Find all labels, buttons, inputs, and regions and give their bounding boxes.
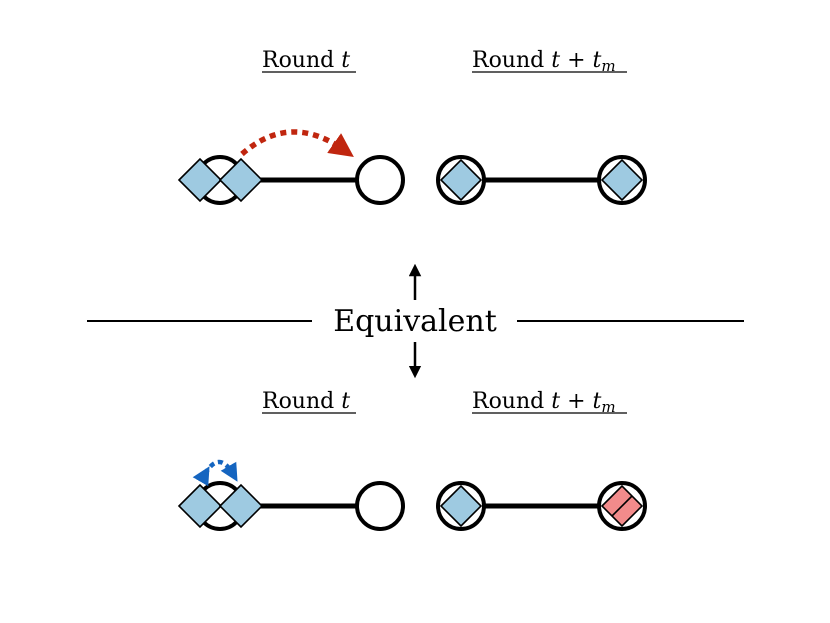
move-arrow-red bbox=[240, 129, 354, 157]
token-diamond-right bbox=[600, 158, 644, 202]
bottom-section: Round t Round t + tm bbox=[177, 389, 647, 531]
equivalent-label: Equivalent bbox=[333, 304, 497, 339]
token-diamond-b bbox=[218, 157, 264, 203]
token-diamond-left bbox=[439, 158, 483, 202]
node-right bbox=[355, 481, 405, 531]
node-right bbox=[355, 155, 405, 205]
token-diamond-left bbox=[439, 484, 483, 528]
bottom-label-round-t: Round t bbox=[262, 389, 350, 414]
bottom-left-graph bbox=[177, 459, 405, 531]
bottom-right-graph bbox=[436, 481, 647, 531]
bottom-label-round-t-plus-tm: Round t + tm bbox=[472, 389, 616, 416]
top-label-round-t-plus-tm: Round t + tm bbox=[472, 48, 616, 75]
top-right-graph bbox=[436, 155, 647, 205]
top-label-round-t: Round t bbox=[262, 48, 350, 73]
top-section: Round t Round t + tm bbox=[177, 48, 647, 205]
swap-arrow-blue bbox=[192, 459, 238, 487]
top-left-graph bbox=[177, 129, 405, 205]
token-diamond-split-line bbox=[611, 495, 633, 517]
token-diamond-b bbox=[218, 483, 264, 529]
center-section: Equivalent bbox=[87, 263, 744, 379]
